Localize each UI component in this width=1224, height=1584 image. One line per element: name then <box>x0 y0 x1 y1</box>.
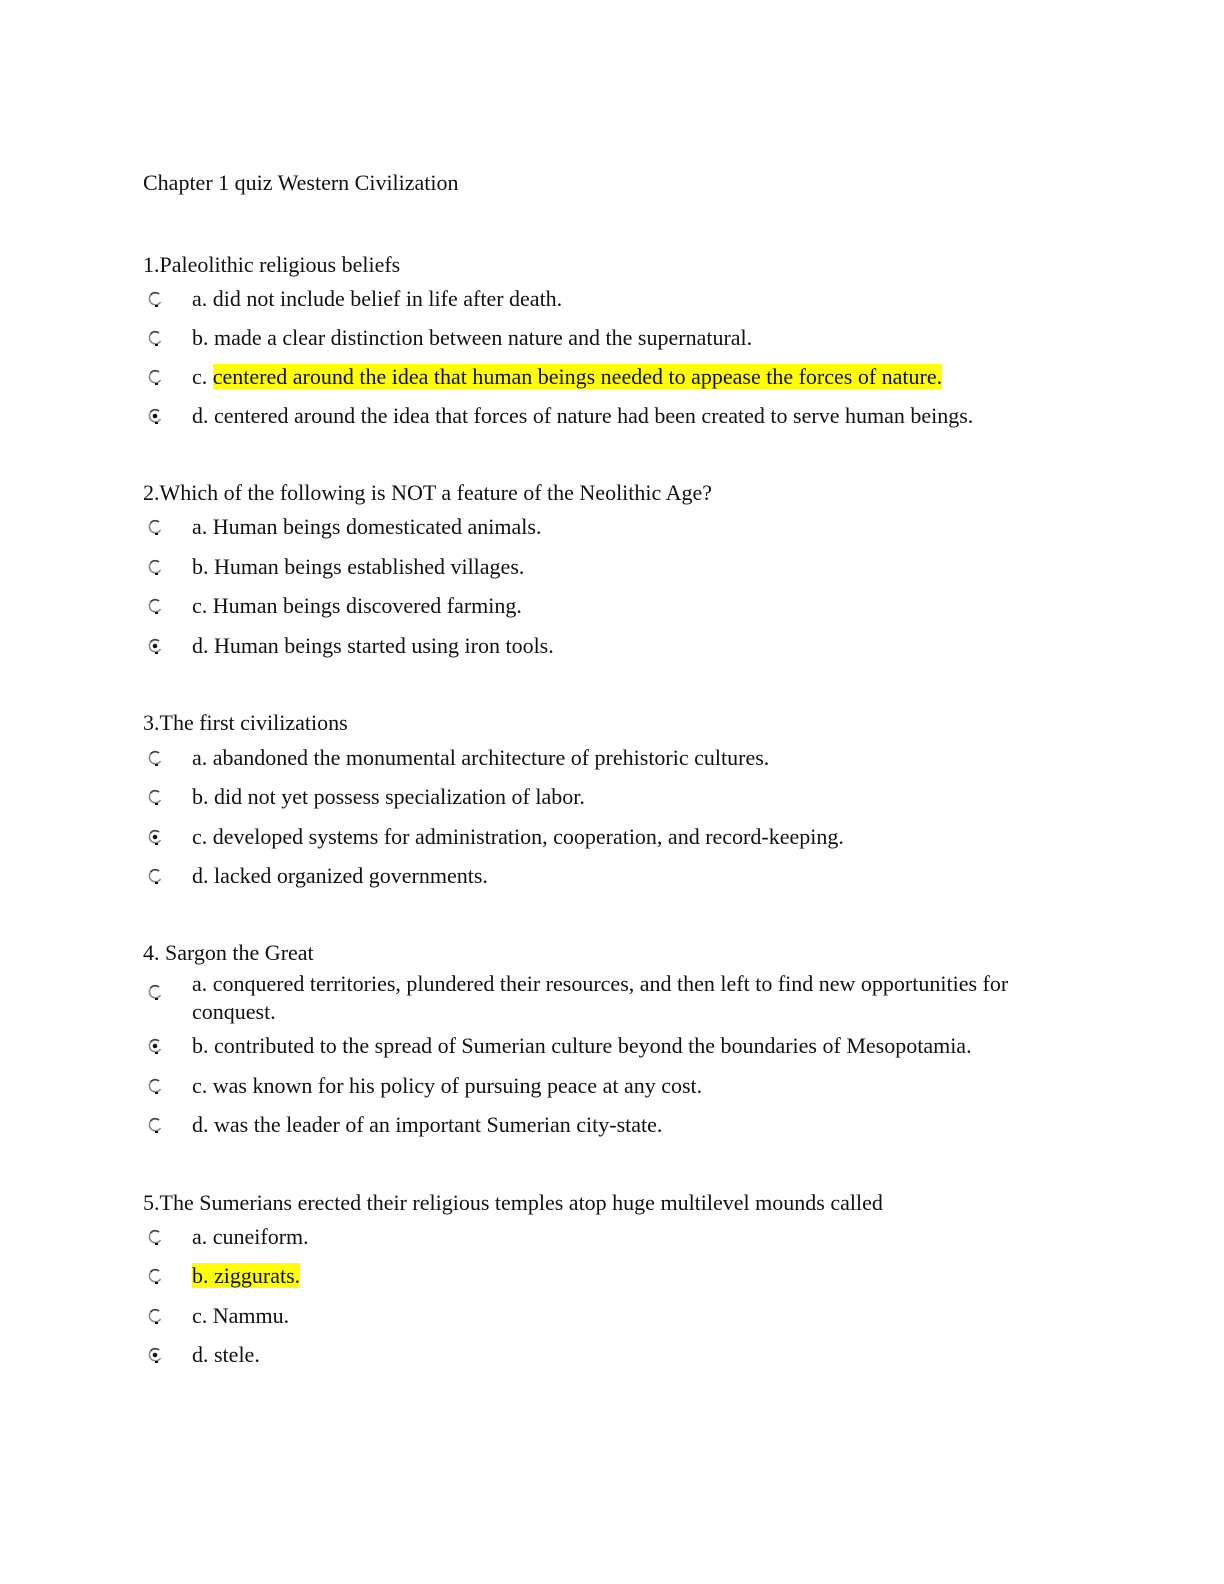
question-2: 2.Which of the following is NOT a featur… <box>143 480 712 508</box>
radio-unselected-icon[interactable] <box>147 1308 163 1324</box>
question-4: 4. Sargon the Great <box>143 940 314 968</box>
option-text: b. did not yet possess specialization of… <box>192 784 585 809</box>
question-text: 3.The first civilizations <box>143 710 348 735</box>
radio-unselected-icon[interactable] <box>147 369 163 385</box>
option-text: c. was known for his policy of pursuing … <box>192 1073 703 1098</box>
option-text: a. conquered territories, plundered thei… <box>192 971 1009 1024</box>
answer-option[interactable]: d. Human beings started using iron tools… <box>143 632 1052 660</box>
answer-option[interactable]: b. contributed to the spread of Sumerian… <box>143 1032 1052 1060</box>
answer-option[interactable]: a. cuneiform. <box>143 1223 1052 1251</box>
radio-unselected-icon[interactable] <box>147 559 163 575</box>
answer-option[interactable]: b. Human beings established villages. <box>143 553 1052 581</box>
option-text: c. Nammu. <box>192 1303 290 1328</box>
question-text: 5.The Sumerians erected their religious … <box>143 1190 883 1215</box>
question-text: 4. Sargon the Great <box>143 940 314 965</box>
radio-selected-icon[interactable] <box>147 408 163 424</box>
option-text: d. centered around the idea that forces … <box>192 403 974 428</box>
question-text: 2.Which of the following is NOT a featur… <box>143 480 712 505</box>
question-3: 3.The first civilizations <box>143 710 348 738</box>
answer-option[interactable]: c. developed systems for administration,… <box>143 823 1052 851</box>
option-text: b. ziggurats. <box>192 1262 1052 1290</box>
option-text: a. Human beings domesticated animals. <box>192 514 542 539</box>
option-text: c. centered around the idea that human b… <box>192 364 943 389</box>
radio-unselected-icon[interactable] <box>147 598 163 614</box>
radio-unselected-icon[interactable] <box>147 1117 163 1133</box>
answer-option[interactable]: d. stele. <box>143 1341 1052 1369</box>
radio-unselected-icon[interactable] <box>147 291 163 307</box>
radio-unselected-icon[interactable] <box>147 330 163 346</box>
answer-option[interactable]: a. did not include belief in life after … <box>143 285 1052 313</box>
answer-option[interactable]: b. did not yet possess specialization of… <box>143 783 1052 811</box>
answer-option[interactable]: d. lacked organized governments. <box>143 862 1052 890</box>
radio-unselected-icon[interactable] <box>147 984 163 1000</box>
radio-selected-icon[interactable] <box>147 1347 163 1363</box>
option-text: c. developed systems for administration,… <box>192 824 844 849</box>
question-1: 1.Paleolithic religious beliefs <box>143 252 400 280</box>
option-text: c. Human beings discovered farming. <box>192 593 522 618</box>
option-text: a. cuneiform. <box>192 1224 309 1249</box>
document-title: Chapter 1 quiz Western Civilization <box>143 170 459 195</box>
question-text: 1.Paleolithic religious beliefs <box>143 252 401 277</box>
option-text: d. was the leader of an important Sumeri… <box>192 1112 663 1137</box>
answer-option[interactable]: b. ziggurats. <box>143 1262 1052 1290</box>
option-text: b. made a clear distinction between natu… <box>192 325 753 350</box>
radio-unselected-icon[interactable] <box>147 868 163 884</box>
radio-selected-icon[interactable] <box>147 829 163 845</box>
highlighted-text: b. ziggurats. <box>192 1263 301 1288</box>
option-text: d. Human beings started using iron tools… <box>192 633 554 658</box>
option-text: b. contributed to the spread of Sumerian… <box>192 1033 972 1058</box>
answer-option[interactable]: c. Human beings discovered farming. <box>143 592 1052 620</box>
radio-unselected-icon[interactable] <box>147 1229 163 1245</box>
answer-option[interactable]: a. abandoned the monumental architecture… <box>143 744 1052 772</box>
radio-unselected-icon[interactable] <box>147 750 163 766</box>
option-text: d. stele. <box>192 1342 260 1367</box>
answer-option[interactable]: a. Human beings domesticated animals. <box>143 513 1052 541</box>
answer-option[interactable]: a. conquered territories, plundered thei… <box>143 970 1052 1026</box>
answer-option[interactable]: c. centered around the idea that human b… <box>143 363 1052 391</box>
highlighted-text: centered around the idea that human bein… <box>212 364 943 389</box>
option-text: b. Human beings established villages. <box>192 554 525 579</box>
answer-option[interactable]: b. made a clear distinction between natu… <box>143 324 1052 352</box>
radio-unselected-icon[interactable] <box>147 789 163 805</box>
radio-unselected-icon[interactable] <box>147 519 163 535</box>
option-text: a. abandoned the monumental architecture… <box>192 745 770 770</box>
radio-unselected-icon[interactable] <box>147 1078 163 1094</box>
radio-selected-icon[interactable] <box>147 638 163 654</box>
radio-selected-icon[interactable] <box>147 1038 163 1054</box>
option-text: a. did not include belief in life after … <box>192 286 563 311</box>
option-text: d. lacked organized governments. <box>192 863 488 888</box>
answer-option[interactable]: c. Nammu. <box>143 1302 1052 1330</box>
answer-option[interactable]: d. was the leader of an important Sumeri… <box>143 1111 1052 1139</box>
answer-option[interactable]: c. was known for his policy of pursuing … <box>143 1072 1052 1100</box>
answer-option[interactable]: d. centered around the idea that forces … <box>143 402 1052 430</box>
question-5: 5.The Sumerians erected their religious … <box>143 1190 883 1218</box>
radio-unselected-icon[interactable] <box>147 1268 163 1284</box>
